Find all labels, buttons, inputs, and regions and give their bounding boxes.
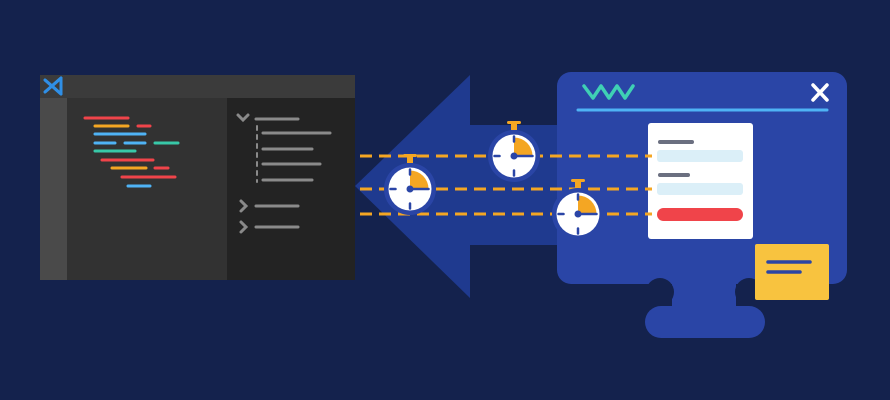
file-explorer-tree xyxy=(236,113,332,234)
stopwatch-wedge xyxy=(578,195,597,214)
code-editor-window xyxy=(40,75,355,280)
stand-cutout xyxy=(646,278,674,306)
vscode-logo-icon xyxy=(43,76,63,96)
chevron-down-icon xyxy=(236,113,250,123)
chevron-right-icon xyxy=(239,220,249,234)
chevron-right-icon xyxy=(239,199,249,213)
stand-fill xyxy=(674,278,734,312)
stopwatch-pin xyxy=(574,210,582,218)
stopwatch-left xyxy=(384,154,436,215)
stopwatch-crown xyxy=(575,181,581,188)
monitor-stand-base xyxy=(645,306,765,338)
form-input-field[interactable] xyxy=(657,150,743,162)
stopwatch-pin xyxy=(510,152,518,160)
form-input-field[interactable] xyxy=(657,183,743,195)
stopwatch-crown xyxy=(407,156,413,163)
form-submit-button[interactable] xyxy=(657,208,743,221)
editor-titlebar xyxy=(40,75,355,98)
close-icon[interactable] xyxy=(811,83,829,102)
editor-explorer-pane xyxy=(227,98,355,280)
stopwatch-pin xyxy=(406,185,414,193)
wave-logo-icon xyxy=(582,84,635,100)
stopwatch-wedge xyxy=(514,137,533,156)
stopwatch-top xyxy=(488,121,540,182)
stopwatch-cap xyxy=(403,154,417,157)
stopwatch-wedge xyxy=(410,170,429,189)
sticky-note-icon xyxy=(755,244,829,300)
stopwatch-right xyxy=(552,179,604,240)
stopwatch-cap xyxy=(571,179,585,182)
editor-code-pane xyxy=(67,98,227,280)
editor-gutter xyxy=(40,98,67,280)
stopwatch-cap xyxy=(507,121,521,124)
code-lines xyxy=(83,116,180,188)
stopwatches xyxy=(384,121,604,240)
login-form-card xyxy=(648,123,753,239)
stopwatch-crown xyxy=(511,123,517,130)
